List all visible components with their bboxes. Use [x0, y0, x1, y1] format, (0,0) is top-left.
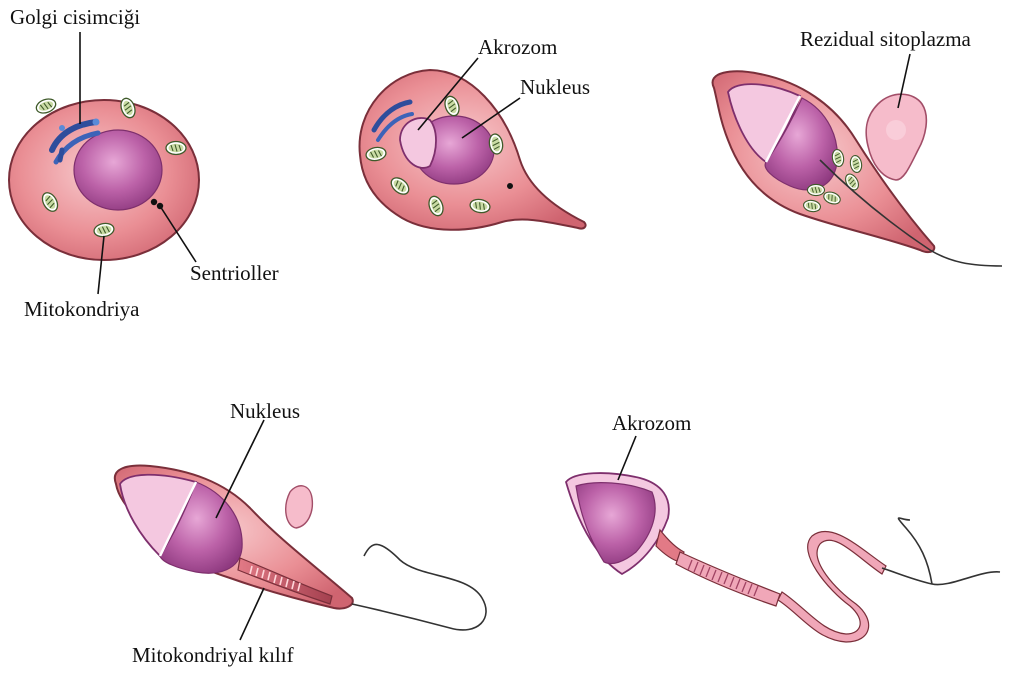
- acrosome-leader-line-stage5: [618, 436, 636, 480]
- label-mitochondrial-sheath: Mitokondriyal kılıf: [132, 643, 294, 667]
- label-golgi: Golgi cisimciği: [10, 5, 140, 29]
- mitochondrial-sheath-leader-line: [240, 588, 264, 640]
- label-centrioles: Sentrioller: [190, 261, 279, 285]
- stage-3-spermatid: Rezidual sitoplazma: [713, 27, 1002, 266]
- label-acrosome-stage2: Akrozom: [478, 35, 557, 59]
- label-residual-cytoplasm: Rezidual sitoplazma: [800, 27, 972, 51]
- stage2-centriole: [507, 183, 513, 189]
- spermatid-nucleus: [74, 130, 162, 210]
- label-nucleus-stage4: Nukleus: [230, 399, 300, 423]
- label-acrosome-stage5: Akrozom: [612, 411, 691, 435]
- stage4-flagellum: [352, 544, 486, 629]
- stage-2-spermatid: Akrozom Nukleus: [360, 35, 590, 230]
- stage-4-spermatid: Nukleus Mitokondriyal kılıf: [115, 399, 486, 667]
- label-nucleus-stage2: Nukleus: [520, 75, 590, 99]
- stage4-residual-droplet: [286, 486, 313, 528]
- stage5-flagellum-tip: [898, 518, 932, 584]
- stage5-principal-piece: [778, 531, 886, 642]
- label-mitochondria: Mitokondriya: [24, 297, 140, 321]
- stage-5-spermatozoon: Akrozom: [566, 411, 1000, 642]
- stage5-end-piece: [882, 568, 1000, 585]
- stage-1-spermatid: Golgi cisimciği Sentrioller Mitokondriya: [9, 5, 279, 321]
